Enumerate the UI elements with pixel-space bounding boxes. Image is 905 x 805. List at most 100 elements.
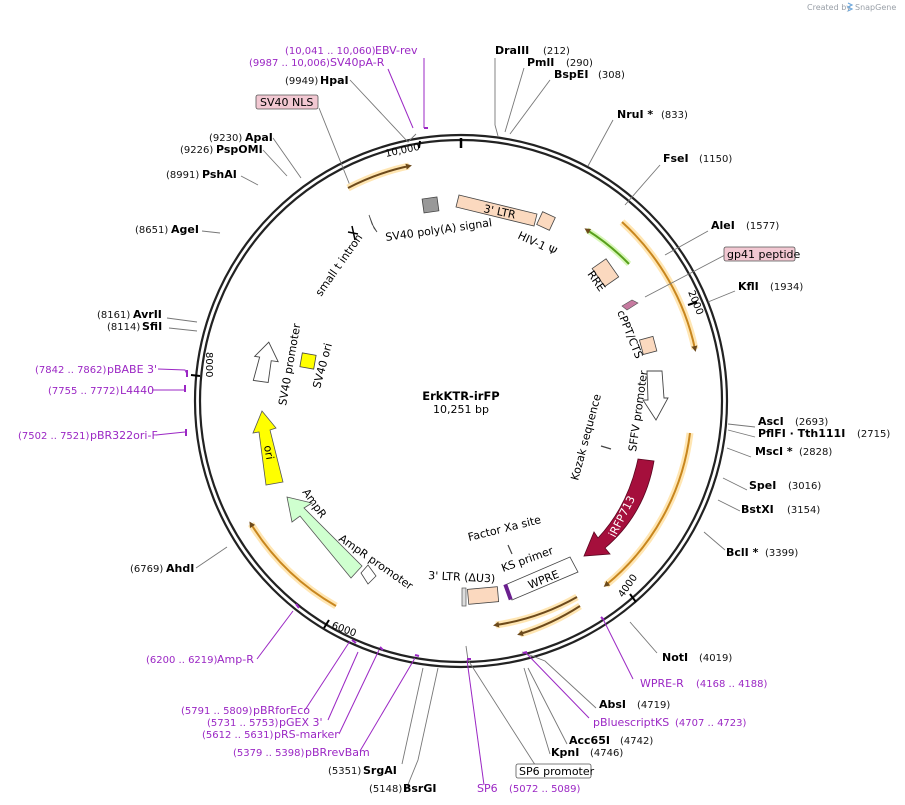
svg-text:(6769): (6769)	[130, 564, 163, 575]
svg-text:KflI: KflI	[738, 280, 759, 293]
svg-text:(4719): (4719)	[637, 700, 670, 711]
svg-text:L4440: L4440	[120, 384, 154, 397]
plasmid-name: ErkKTR-irFP	[422, 389, 499, 403]
svg-text:NotI: NotI	[662, 651, 688, 664]
svg-text:(3016): (3016)	[788, 481, 821, 492]
label-hiv: HIV-1 Ψ	[516, 229, 559, 258]
svg-text:pRS-marker: pRS-marker	[274, 728, 339, 741]
svg-text:SV40pA-R: SV40pA-R	[330, 56, 385, 69]
svg-text:(8651): (8651)	[135, 225, 168, 236]
svg-text:(5072 .. 5089): (5072 .. 5089)	[509, 784, 581, 795]
svg-text:(212): (212)	[543, 46, 570, 57]
svg-text:AhdI: AhdI	[166, 562, 194, 575]
svg-text:BstXI: BstXI	[741, 503, 774, 516]
label-ori: ori	[261, 444, 276, 460]
svg-text:(5612 .. 5631): (5612 .. 5631)	[202, 730, 274, 741]
tick-2000: 2000	[685, 289, 705, 317]
feature-sv40-promoter	[252, 341, 279, 384]
svg-text:(4746): (4746)	[590, 748, 623, 759]
svg-text:(8991): (8991)	[166, 170, 199, 181]
factorxa-mark	[507, 544, 513, 555]
svg-text:BclI *: BclI *	[726, 546, 759, 559]
gp41-leader	[644, 254, 726, 298]
svg-text:WPRE-R: WPRE-R	[640, 677, 684, 690]
label-sffv: SFFV promoter	[626, 369, 650, 452]
svg-text:(4742): (4742)	[620, 736, 653, 747]
svg-text:ApaI: ApaI	[245, 131, 273, 144]
svg-text:(308): (308)	[598, 70, 625, 81]
svg-text:(4707 .. 4723): (4707 .. 4723)	[675, 718, 747, 729]
svg-text:(3154): (3154)	[787, 505, 820, 516]
label-smallt: small t intron	[313, 232, 365, 299]
svg-text:gp41 peptide: gp41 peptide	[727, 248, 801, 261]
tick-marks	[190, 140, 698, 629]
svg-text:(5379 .. 5398): (5379 .. 5398)	[233, 748, 305, 759]
restriction-leaders	[166, 58, 756, 793]
credit-created-by: Created by	[807, 3, 851, 12]
svg-text:PmlI: PmlI	[527, 56, 554, 69]
feature-3ltr-du3	[467, 586, 500, 605]
svg-text:(290): (290)	[566, 58, 593, 69]
feature-cppt-arrow	[621, 299, 639, 311]
svg-text:pBRrevBam: pBRrevBam	[305, 746, 370, 759]
svg-text:(9230): (9230)	[209, 133, 242, 144]
svg-text:SP6 promoter: SP6 promoter	[519, 765, 595, 778]
svg-text:AvrII: AvrII	[133, 308, 162, 321]
svg-text:(8114): (8114)	[107, 322, 140, 333]
svg-text:(2828): (2828)	[799, 447, 832, 458]
kozak-mark	[600, 445, 612, 450]
svg-text:SfiI: SfiI	[142, 320, 162, 333]
svg-text:(4168 .. 4188): (4168 .. 4188)	[696, 679, 768, 690]
svg-text:BspEI: BspEI	[554, 68, 588, 81]
svg-text:pBRforEco: pBRforEco	[253, 704, 310, 717]
feature-grey-box	[421, 196, 440, 214]
svg-text:DraIII: DraIII	[495, 44, 529, 57]
svg-text:PshAI: PshAI	[202, 168, 237, 181]
tick-6000: 6000	[330, 620, 358, 639]
svg-text:pBluescriptKS: pBluescriptKS	[593, 716, 669, 729]
label-factorxa: Factor Xa site	[467, 513, 543, 544]
label-sv40prom: SV40 promoter	[276, 322, 303, 407]
svg-text:Amp-R: Amp-R	[217, 653, 254, 666]
snapgene-logo: SnapGene	[846, 2, 896, 12]
svg-text:AbsI: AbsI	[599, 698, 626, 711]
label-cppt: cPPT/CTS	[614, 308, 645, 360]
svg-text:(833): (833)	[661, 110, 688, 121]
svg-text:(5148): (5148)	[369, 784, 402, 795]
svg-text:MscI *: MscI *	[755, 445, 793, 458]
label-3ltr-du3: 3' LTR (ΔU3)	[428, 569, 496, 585]
feature-smallt-intron	[347, 225, 359, 241]
svg-text:EBV-rev: EBV-rev	[375, 44, 418, 57]
svg-text:(7502 .. 7521): (7502 .. 7521)	[18, 431, 90, 442]
plasmid-length: 10,251 bp	[433, 403, 489, 416]
svg-text:NruI *: NruI *	[617, 108, 653, 121]
svg-text:PflFI · Tth111I: PflFI · Tth111I	[758, 427, 845, 440]
svg-text:(5351): (5351)	[328, 766, 361, 777]
primer-marks	[184, 127, 605, 660]
feature-ks-bar	[503, 583, 513, 601]
svg-text:(9226): (9226)	[180, 145, 213, 156]
svg-text:(5731 .. 5753): (5731 .. 5753)	[207, 718, 279, 729]
svg-text:(2693): (2693)	[795, 417, 828, 428]
primer-leaders	[152, 58, 634, 786]
feature-cppt-box	[638, 335, 658, 356]
svg-text:(2715): (2715)	[857, 429, 890, 440]
feature-ltr-mark	[461, 587, 467, 607]
svg-text:(4019): (4019)	[699, 653, 732, 664]
feature-hiv	[536, 211, 556, 231]
svg-text:(3399): (3399)	[765, 548, 798, 559]
svg-text:SrgAI: SrgAI	[363, 764, 397, 777]
svg-text:SpeI: SpeI	[749, 479, 776, 492]
svg-text:(7842 .. 7862): (7842 .. 7862)	[35, 365, 107, 376]
svg-text:pBR322ori-F: pBR322ori-F	[90, 429, 158, 442]
svg-text:(1934): (1934)	[770, 282, 803, 293]
feature-sffv-promoter	[642, 370, 669, 421]
svg-text:BsrGI: BsrGI	[403, 782, 436, 795]
primers: (10,041 .. 10,060)EBV-rev (9987 .. 10,00…	[18, 44, 768, 795]
svg-text:(10,041 .. 10,060): (10,041 .. 10,060)	[285, 46, 376, 57]
label-sv40polya: SV40 poly(A) signal	[385, 216, 493, 244]
svg-text:KpnI: KpnI	[551, 746, 579, 759]
svg-text:SP6: SP6	[477, 782, 498, 795]
svg-text:Acc65I: Acc65I	[569, 734, 610, 747]
